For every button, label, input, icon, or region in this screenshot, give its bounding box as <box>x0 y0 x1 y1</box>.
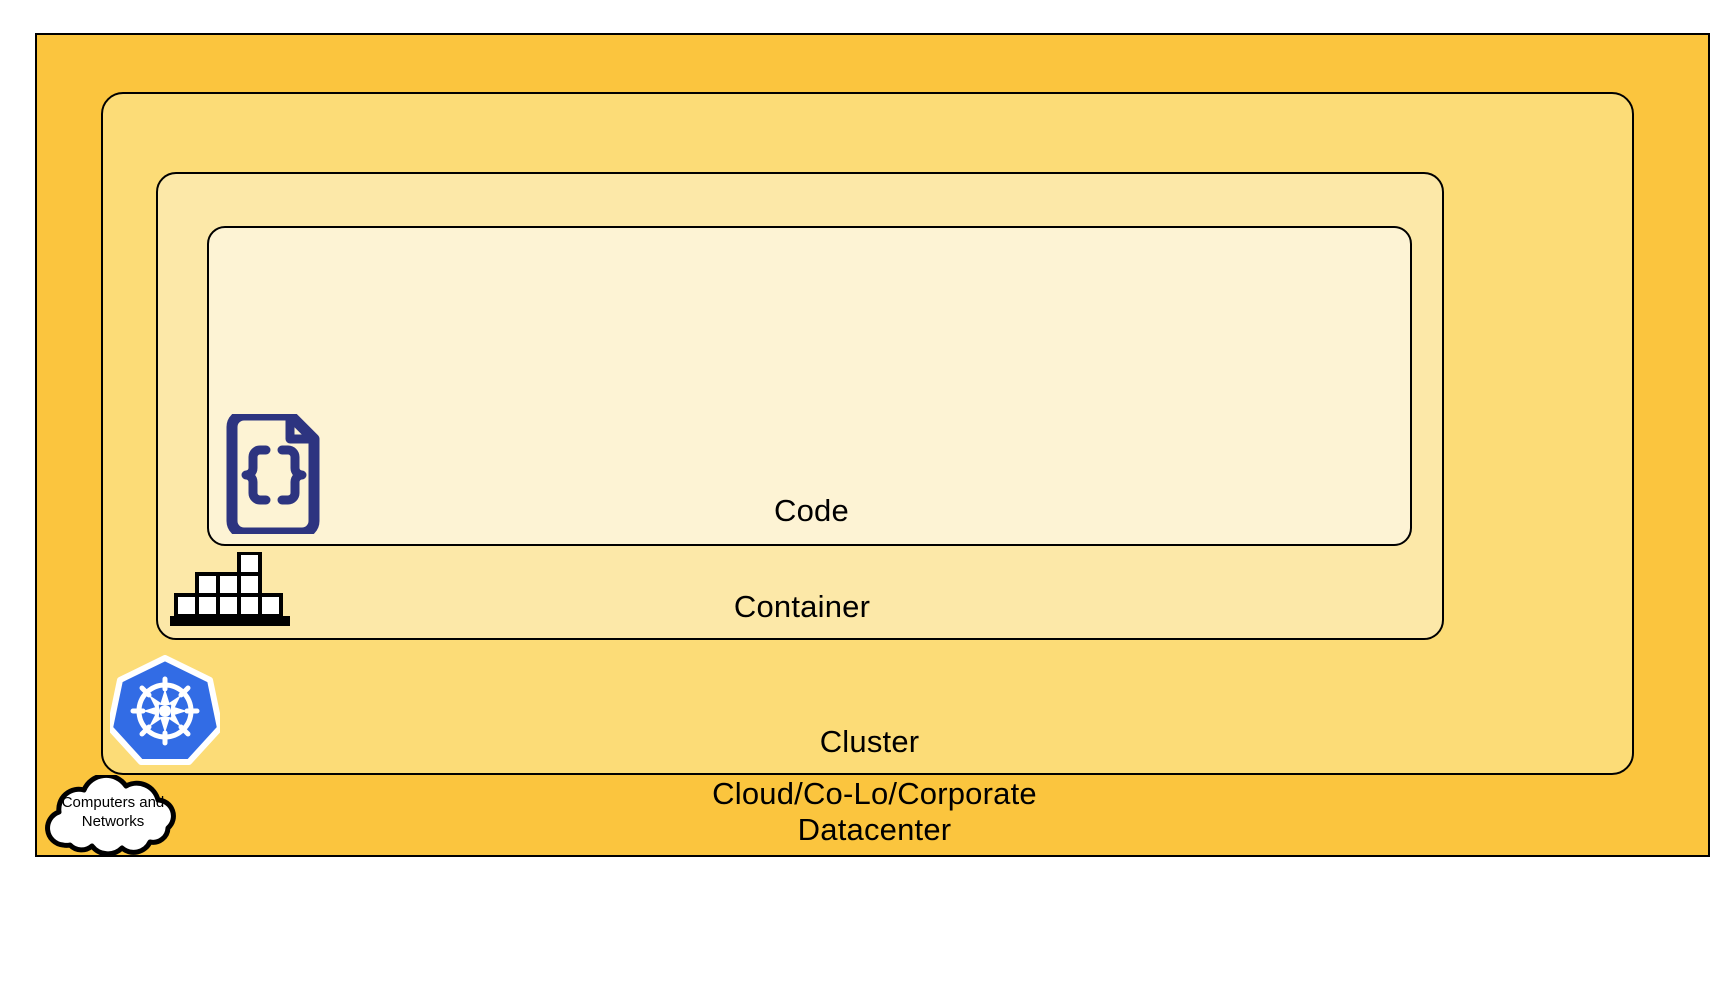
layer-label-container: Container <box>733 589 871 625</box>
layer-code[interactable]: Code <box>207 226 1412 546</box>
container-stack-icon <box>170 552 290 626</box>
code-braces-document-icon <box>226 414 320 534</box>
cloud-icon <box>45 775 176 857</box>
layer-label-cluster: Cluster <box>819 724 920 760</box>
layer-label-datacenter: Cloud/Co-Lo/Corporate Datacenter <box>712 775 1037 848</box>
layer-label-code: Code <box>774 493 849 529</box>
layer-cluster[interactable]: Code Container Cluster <box>101 92 1634 775</box>
kubernetes-helm-icon <box>110 655 220 765</box>
layer-container[interactable]: Code Container <box>156 172 1444 640</box>
layer-datacenter[interactable]: Code Container Cluster Cloud/Co-Lo/Corpo… <box>35 33 1710 857</box>
